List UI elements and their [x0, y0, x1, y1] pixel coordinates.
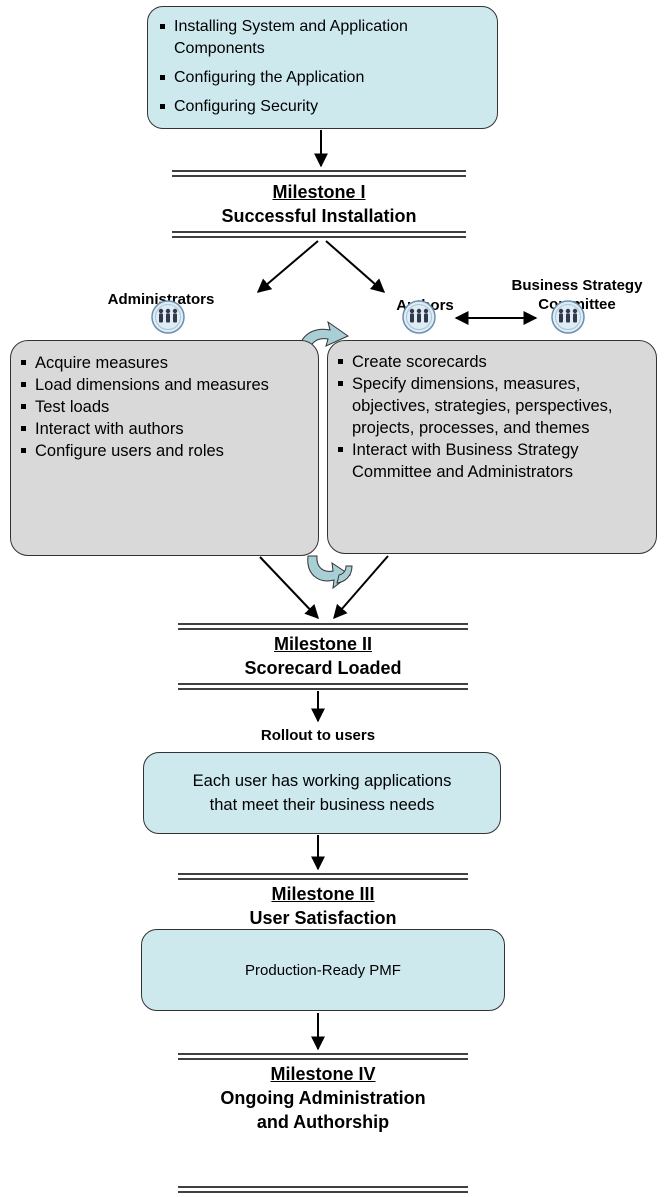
administrator-task-list: Acquire measures Load dimensions and mea… [17, 352, 312, 462]
people-group-icon [402, 300, 436, 334]
installation-task: Configuring Security [156, 96, 489, 118]
arrow-to-administrators [256, 240, 319, 293]
administrator-task: Load dimensions and measures [17, 374, 312, 396]
milestone-subtitle: Scorecard Loaded [244, 658, 402, 678]
administrator-task: Test loads [17, 396, 312, 418]
cycle-arrow-bottom-icon [307, 555, 353, 590]
author-tasks-box: Create scorecards Specify dimensions, me… [327, 340, 657, 554]
arrow-admin-to-milestone-2 [259, 556, 319, 620]
administrators-label: Administrators [107, 291, 215, 308]
milestone-subtitle: and Authorship [256, 1112, 390, 1132]
milestone-3: Milestone III User Satisfaction [178, 882, 468, 930]
milestone-title: Milestone IV [270, 1064, 376, 1084]
milestone-title: Milestone III [271, 884, 375, 904]
user-outcome-line: Each user has working applications [192, 772, 452, 790]
author-task: Interact with Business Strategy Committe… [334, 439, 650, 483]
author-task-list: Create scorecards Specify dimensions, me… [334, 351, 650, 483]
administrator-task: Interact with authors [17, 418, 312, 440]
milestone-1: Milestone I Successful Installation [172, 180, 466, 228]
arrow-to-authors [325, 240, 386, 293]
milestone-title: Milestone II [273, 634, 372, 654]
arrow-author-to-milestone-2 [333, 555, 389, 620]
milestone-subtitle: Ongoing Administration [220, 1088, 426, 1108]
user-outcome-box: Each user has working applications that … [143, 752, 501, 834]
administrator-tasks-box: Acquire measures Load dimensions and mea… [10, 340, 319, 556]
rollout-label: Rollout to users [260, 727, 376, 744]
milestone-4: Milestone IV Ongoing Administration and … [178, 1062, 468, 1134]
administrator-task: Acquire measures [17, 352, 312, 374]
milestone-subtitle: User Satisfaction [249, 908, 397, 928]
milestone-2: Milestone II Scorecard Loaded [178, 632, 468, 680]
author-task: Specify dimensions, measures, objectives… [334, 373, 650, 439]
user-outcome-text: Each user has working applications that … [193, 769, 452, 817]
administrator-task: Configure users and roles [17, 440, 312, 462]
people-group-icon [151, 300, 185, 334]
installation-tasks-box: Installing System and Application Compon… [147, 6, 498, 129]
author-task: Create scorecards [334, 351, 650, 373]
committee-label-line: Business Strategy [511, 277, 643, 294]
installation-task: Installing System and Application Compon… [156, 16, 489, 60]
installation-task: Configuring the Application [156, 67, 489, 89]
user-outcome-line: that meet their business needs [209, 796, 435, 814]
installation-task-list: Installing System and Application Compon… [156, 16, 489, 118]
milestone-subtitle: Successful Installation [221, 206, 417, 226]
people-group-icon [551, 300, 585, 334]
milestone-title: Milestone I [272, 182, 366, 202]
production-ready-box: Production-Ready PMF [141, 929, 505, 1011]
